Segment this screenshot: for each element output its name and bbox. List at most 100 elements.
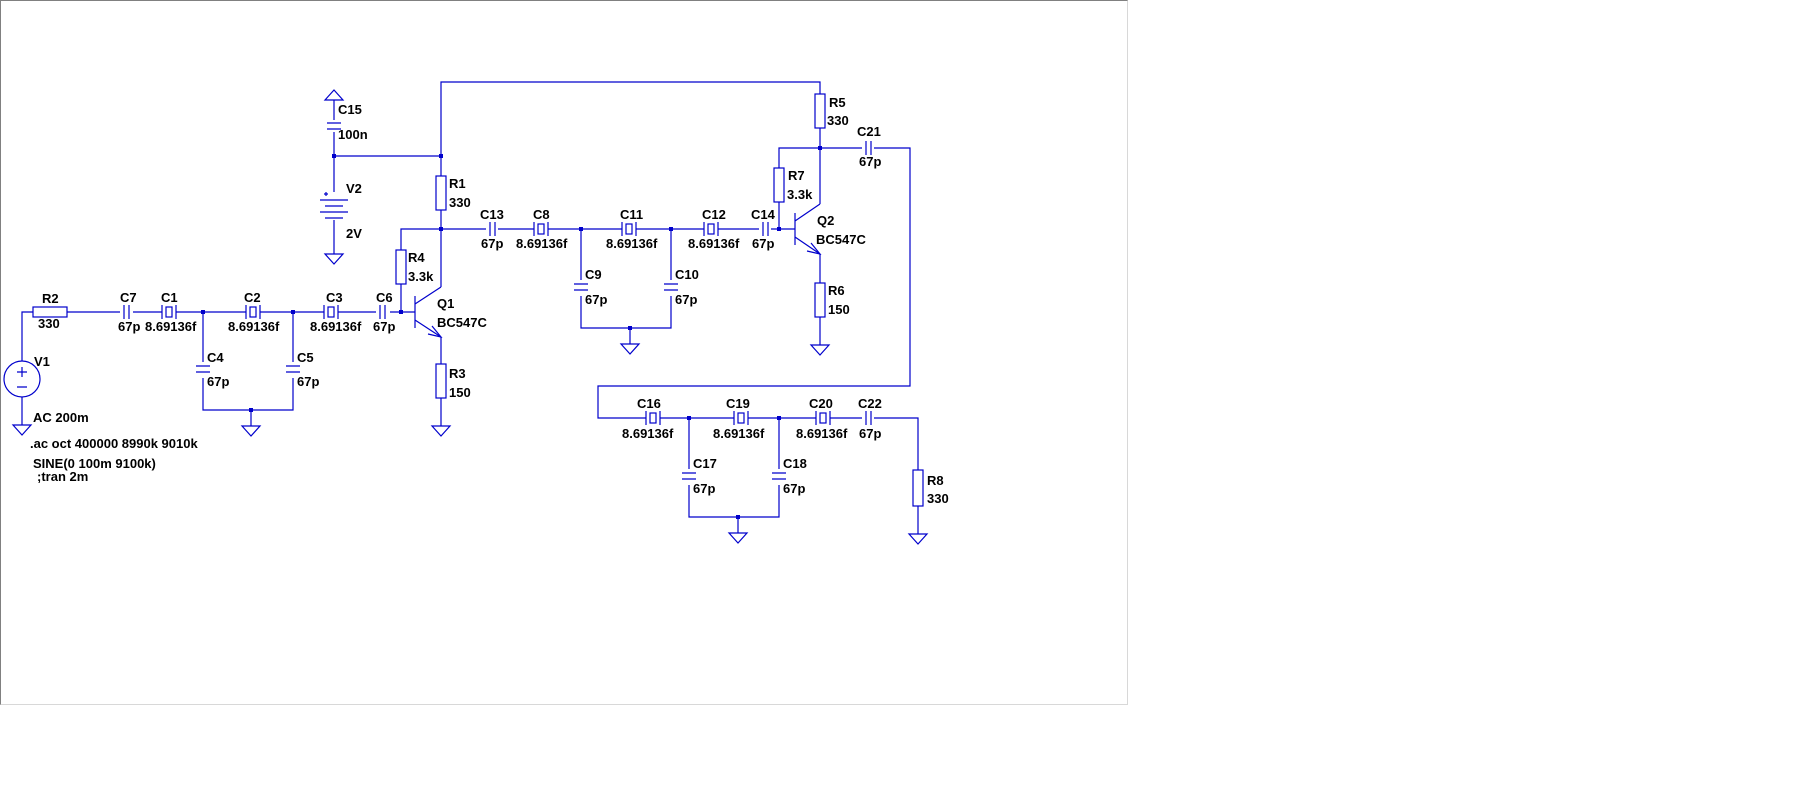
label-C3-value: 8.69136f bbox=[310, 319, 362, 334]
resistor-R8[interactable] bbox=[912, 469, 924, 507]
label-C10-value: 67p bbox=[675, 292, 697, 307]
label-Q1-ref: Q1 bbox=[437, 296, 454, 311]
junction-dot bbox=[439, 227, 443, 231]
label-C16-ref: C16 bbox=[637, 396, 661, 411]
junctions bbox=[201, 146, 822, 519]
label-C21-value: 67p bbox=[859, 154, 881, 169]
label-C14-value: 67p bbox=[752, 236, 774, 251]
label-C20-value: 8.69136f bbox=[796, 426, 848, 441]
voltage-source-V1[interactable] bbox=[3, 360, 41, 398]
resistor-R1[interactable] bbox=[435, 175, 447, 211]
label-C11-value: 8.69136f bbox=[606, 236, 658, 251]
label-C16-value: 8.69136f bbox=[622, 426, 674, 441]
label-C12-value: 8.69136f bbox=[688, 236, 740, 251]
junction-dot bbox=[777, 416, 781, 420]
crystal-C3[interactable] bbox=[320, 305, 342, 319]
label-C5-value: 67p bbox=[297, 374, 319, 389]
label-C4-value: 67p bbox=[207, 374, 229, 389]
capacitor-C22[interactable] bbox=[865, 411, 872, 425]
ground-icon bbox=[430, 425, 452, 437]
label-C5-ref: C5 bbox=[297, 350, 314, 365]
directive-ac: .ac oct 400000 8990k 9010k bbox=[30, 436, 198, 451]
label-R7-ref: R7 bbox=[788, 168, 805, 183]
label-C11-ref: C11 bbox=[620, 207, 643, 222]
crystal-C8[interactable] bbox=[530, 222, 552, 236]
capacitor-C14[interactable] bbox=[762, 222, 769, 236]
capacitor-C6[interactable] bbox=[379, 305, 386, 319]
label-C9-ref: C9 bbox=[585, 267, 602, 282]
junction-dot bbox=[201, 310, 205, 314]
capacitor-C7[interactable] bbox=[123, 305, 130, 319]
wire bbox=[597, 147, 911, 419]
crystal-C11[interactable] bbox=[618, 222, 640, 236]
resistor-R7[interactable] bbox=[773, 167, 785, 203]
label-C17-value: 67p bbox=[693, 481, 715, 496]
wire bbox=[202, 378, 294, 411]
capacitor-C15[interactable] bbox=[327, 122, 341, 130]
label-V2-value: 2V bbox=[346, 226, 362, 241]
label-C15-ref: C15 bbox=[338, 102, 362, 117]
transistor-Q2[interactable] bbox=[794, 203, 822, 255]
wire bbox=[400, 228, 441, 250]
capacitor-C4[interactable] bbox=[196, 365, 210, 373]
junction-dot bbox=[736, 515, 740, 519]
capacitor-C17[interactable] bbox=[682, 472, 696, 480]
capacitor-C13[interactable] bbox=[489, 222, 496, 236]
ground-icon bbox=[907, 533, 929, 545]
label-C8-ref: C8 bbox=[533, 207, 550, 222]
capacitors bbox=[123, 122, 872, 480]
label-R4-value: 3.3k bbox=[408, 269, 434, 284]
battery-V2[interactable] bbox=[320, 192, 348, 219]
wire bbox=[21, 311, 33, 361]
crystal-C1[interactable] bbox=[158, 305, 180, 319]
ground-icon bbox=[323, 253, 345, 265]
resistor-R4[interactable] bbox=[395, 249, 407, 285]
label-R8-ref: R8 bbox=[927, 473, 944, 488]
transistor-Q1[interactable] bbox=[414, 286, 443, 338]
capacitor-C10[interactable] bbox=[664, 283, 678, 291]
junction-dot bbox=[439, 154, 443, 158]
resistor-R2[interactable] bbox=[32, 306, 68, 318]
label-V1-value: AC 200m bbox=[33, 410, 89, 425]
resistor-R6[interactable] bbox=[814, 282, 826, 318]
label-C19-ref: C19 bbox=[726, 396, 750, 411]
resistor-R3[interactable] bbox=[435, 363, 447, 399]
wire bbox=[580, 296, 672, 329]
label-C2-value: 8.69136f bbox=[228, 319, 280, 334]
capacitor-C9[interactable] bbox=[574, 283, 588, 291]
capacitor-C5[interactable] bbox=[286, 365, 300, 373]
crystal-C2[interactable] bbox=[242, 305, 264, 319]
label-Q2-ref: Q2 bbox=[817, 213, 834, 228]
capacitor-C18[interactable] bbox=[772, 472, 786, 480]
label-R2-ref: R2 bbox=[42, 291, 59, 306]
crystal-C20[interactable] bbox=[812, 411, 834, 425]
crystal-C12[interactable] bbox=[700, 222, 722, 236]
crystal-C16[interactable] bbox=[642, 411, 664, 425]
label-C13-value: 67p bbox=[481, 236, 503, 251]
resistor-R5[interactable] bbox=[814, 93, 826, 129]
label-R5-ref: R5 bbox=[829, 95, 846, 110]
junction-dot bbox=[579, 227, 583, 231]
label-C6-value: 67p bbox=[373, 319, 395, 334]
label-R4-ref: R4 bbox=[408, 250, 425, 265]
label-R3-ref: R3 bbox=[449, 366, 466, 381]
label-C21-ref: C21 bbox=[857, 124, 881, 139]
junction-dot bbox=[818, 146, 822, 150]
label-C14-ref: C14 bbox=[751, 207, 776, 222]
ground-icon bbox=[619, 343, 641, 355]
label-C3-ref: C3 bbox=[326, 290, 343, 305]
label-C2-ref: C2 bbox=[244, 290, 261, 305]
crystal-C19[interactable] bbox=[730, 411, 752, 425]
label-R2-value: 330 bbox=[38, 316, 60, 331]
label-C13-ref: C13 bbox=[480, 207, 504, 222]
label-C1-ref: C1 bbox=[161, 290, 178, 305]
capacitor-C21[interactable] bbox=[865, 141, 872, 155]
label-C19-value: 8.69136f bbox=[713, 426, 765, 441]
label-C18-ref: C18 bbox=[783, 456, 807, 471]
directive-tran: ;tran 2m bbox=[37, 469, 88, 484]
label-C7-value: 67p bbox=[118, 319, 140, 334]
grounds bbox=[11, 89, 929, 545]
label-Q1-value: BC547C bbox=[437, 315, 487, 330]
